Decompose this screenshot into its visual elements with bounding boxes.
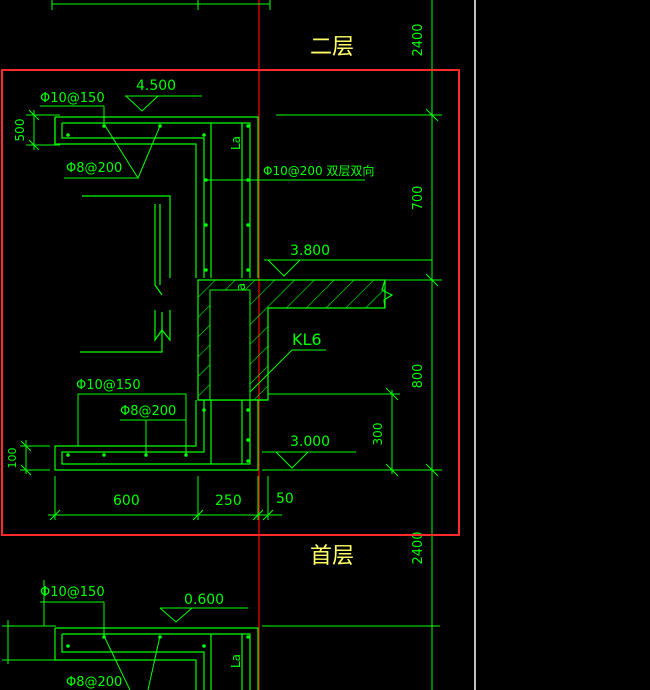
- dim-800: 800: [411, 364, 426, 389]
- rebar-wall: Φ10@200 双层双向: [263, 163, 374, 178]
- stair-break-symbol: [80, 195, 171, 353]
- wall-bar-leader: [204, 170, 365, 190]
- dim-300-line: [385, 387, 399, 477]
- elevation-mid: 3.800: [290, 243, 330, 259]
- elevation-bottom: 3.000: [290, 434, 330, 450]
- lower-slab-outline: [54, 399, 268, 471]
- beam-kl6-inner: [209, 289, 251, 401]
- elevation-mark-mid: [200, 259, 432, 281]
- dim-upper-story: 2400: [411, 23, 426, 56]
- beam-label: KL6: [292, 330, 322, 349]
- anchor-label-1: La: [229, 136, 243, 150]
- selection-box[interactable]: [1, 69, 460, 536]
- rebar-leaders-lower: [77, 393, 187, 455]
- rebar-upper-dist: Φ8@200: [66, 161, 122, 176]
- break-mark: [381, 279, 394, 309]
- elevation-mark-bottom: [262, 393, 432, 471]
- rebar-upper-top: Φ10@150: [40, 91, 105, 106]
- dim-lower-story: 2400: [411, 531, 426, 564]
- floor-label-upper: 二层: [310, 35, 354, 60]
- upper-slab-outline: [54, 116, 259, 278]
- rebar-dots-upper: [66, 124, 250, 272]
- elevation-mark-top: [125, 95, 202, 112]
- bottom-dimension-chain: [48, 476, 282, 521]
- elevation-lower-top: 0.600: [184, 592, 224, 608]
- dim-500-line: [26, 109, 60, 151]
- anchor-label-4: La: [229, 654, 243, 668]
- rebar-bottom-dist: Φ8@200: [66, 675, 122, 690]
- rebar-lower-dist: Φ8@200: [120, 404, 176, 419]
- bottom-slab-outline: [54, 627, 259, 690]
- top-fragment: [51, 0, 271, 10]
- dim-100: 100: [6, 448, 19, 469]
- dim-600: 600: [113, 493, 140, 509]
- kl6-leader: [249, 349, 326, 393]
- dim-700: 700: [411, 186, 426, 211]
- elevation-top: 4.500: [136, 78, 176, 94]
- rebar-bottom-top: Φ10@150: [40, 585, 105, 600]
- rebar-dots-lower: [66, 408, 250, 463]
- dim-300: 300: [371, 423, 385, 446]
- rebar-lower-top: Φ10@150: [76, 378, 141, 393]
- dim-250: 250: [215, 493, 242, 509]
- floor-label-lower: 首层: [310, 544, 354, 569]
- right-dimension-chain: [420, 0, 442, 690]
- dim-50: 50: [276, 491, 294, 507]
- rebar-leaders-upper: [40, 105, 161, 180]
- rebar-leaders-bottom: [2, 580, 432, 690]
- dim-500: 500: [13, 119, 27, 142]
- dim-100-line: [20, 440, 50, 476]
